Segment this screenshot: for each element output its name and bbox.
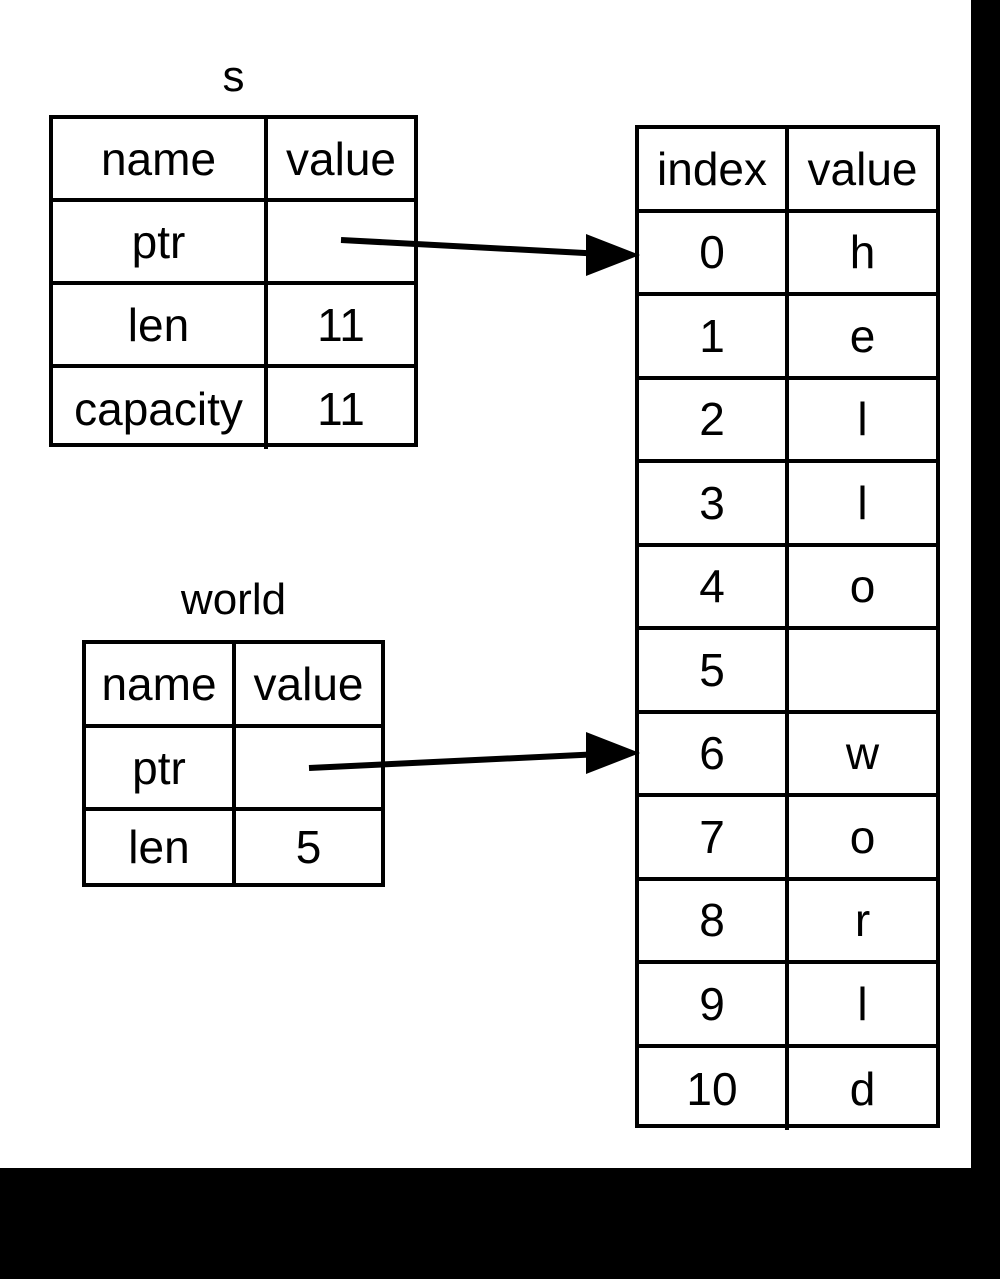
table-row: 6 w [639, 713, 936, 797]
buffer-header-index: index [639, 129, 789, 209]
world-row-0-name: ptr [86, 728, 236, 807]
buffer-row-1-value: e [849, 309, 876, 362]
buffer-row-6-index: 6 [639, 713, 789, 793]
table-row: capacity 11 [53, 368, 414, 449]
buffer-row-4-index: 4 [639, 546, 789, 626]
buffer-row-7-index: 7 [639, 797, 789, 877]
buffer-row-0-value: h [849, 226, 876, 279]
s-header-name: name [53, 119, 268, 198]
buffer-row-8-index: 8 [639, 880, 789, 960]
table-row: 5 [639, 630, 936, 714]
table-row: 0 h [639, 212, 936, 296]
world-header-value: value [253, 658, 364, 710]
buffer-row-9-index: 9 [639, 964, 789, 1044]
buffer-header-value: value [807, 142, 918, 195]
capture-right-bar [971, 0, 1000, 1168]
s-table-header-row: name value [53, 119, 414, 202]
world-row-0-value [236, 728, 381, 807]
s-header-value: value [286, 132, 396, 185]
buffer-row-9-value: l [857, 977, 868, 1030]
world-header-name: name [86, 644, 236, 724]
capture-bottom-bar [0, 1168, 1000, 1279]
world-table-header-row: name value [86, 644, 381, 728]
buffer-row-7-value: o [849, 810, 876, 863]
buffer-row-5-index: 5 [639, 630, 789, 710]
table-row: ptr [53, 202, 414, 285]
table-row: 4 o [639, 546, 936, 630]
s-table-caption: s [222, 52, 245, 101]
buffer-row-10-value: d [849, 1062, 876, 1115]
buffer-table: index value 0 h 1 e 2 l 3 l 4 o 5 6 w [635, 125, 940, 1130]
world-row-1-name: len [86, 811, 236, 883]
buffer-row-3-index: 3 [639, 463, 789, 543]
buffer-row-3-value: l [857, 476, 868, 529]
buffer-row-2-index: 2 [639, 379, 789, 459]
table-row: 2 l [639, 379, 936, 463]
buffer-row-0-index: 0 [639, 212, 789, 292]
buffer-row-10-index: 10 [639, 1047, 789, 1130]
s-row-1-name: len [53, 285, 268, 364]
table-row: len 11 [53, 285, 414, 368]
table-row: ptr [86, 728, 381, 811]
table-row: 3 l [639, 463, 936, 547]
s-row-1-value: 11 [317, 298, 365, 351]
table-row: 10 d [639, 1047, 936, 1130]
s-row-0-value [268, 202, 414, 281]
table-row: 9 l [639, 964, 936, 1048]
s-row-2-value: 11 [317, 382, 365, 435]
s-row-2-name: capacity [53, 368, 268, 449]
world-table: name value ptr len 5 [82, 640, 385, 887]
world-row-1-value: 5 [295, 821, 322, 873]
s-row-0-name: ptr [53, 202, 268, 281]
s-table: name value ptr len 11 capacity 11 [49, 115, 418, 449]
table-row: 7 o [639, 797, 936, 881]
buffer-row-2-value: l [857, 393, 868, 446]
buffer-row-5-value [789, 630, 936, 710]
table-row: len 5 [86, 811, 381, 883]
table-row: 8 r [639, 880, 936, 964]
buffer-row-6-value: w [845, 727, 880, 780]
buffer-row-1-index: 1 [639, 296, 789, 376]
buffer-table-header-row: index value [639, 129, 936, 213]
buffer-row-4-value: o [849, 560, 876, 613]
world-table-caption: world [180, 575, 287, 624]
buffer-row-8-value: r [854, 894, 871, 947]
table-row: 1 e [639, 296, 936, 380]
